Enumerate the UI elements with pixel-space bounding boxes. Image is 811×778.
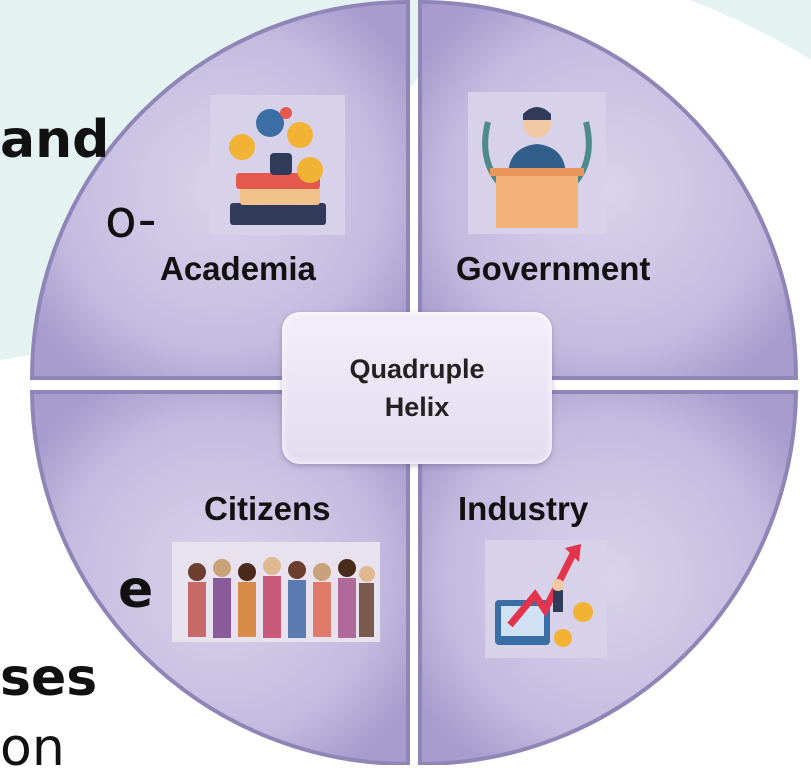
quadrant-label-citizens: Citizens (204, 490, 331, 527)
background-blob-right (690, 0, 811, 60)
quadrant-label-academia: Academia (160, 250, 316, 287)
people-crowd-icon (172, 542, 380, 642)
center-title-line1: Quadruple (349, 354, 485, 384)
center-quadruple-helix-box: Quadruple Helix (282, 312, 552, 464)
side-text-and: and (0, 110, 110, 170)
side-text-ses: ses (0, 648, 98, 708)
growth-chart-icon (485, 540, 607, 658)
side-text-on: on (0, 718, 65, 778)
quadrant-label-industry: Industry (458, 490, 589, 527)
official-podium-icon (468, 92, 606, 234)
books-science-icon (210, 95, 345, 235)
quadrant-industry-shape (418, 390, 799, 765)
side-text-o: o- (105, 190, 157, 250)
quadrant-label-government: Government (456, 250, 651, 287)
side-text-e: e (118, 560, 154, 620)
center-title-line2: Helix (384, 392, 450, 422)
